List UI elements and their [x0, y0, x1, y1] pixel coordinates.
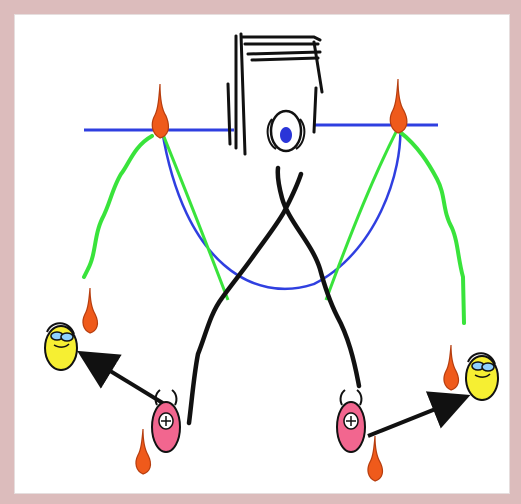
run-path-left: [82, 134, 154, 279]
goal-icon: [226, 32, 324, 156]
player-icon: [336, 389, 366, 453]
run-path-right-diagonal: [324, 131, 398, 301]
cone-icon: [151, 83, 170, 139]
cone-icon: [443, 344, 460, 391]
player-icon: [44, 322, 78, 371]
cone-icon: [389, 78, 408, 134]
cone-icon: [367, 435, 384, 482]
drill-diagram: [44, 32, 499, 482]
ball-path-right-to-goal: [275, 165, 362, 389]
ball-path-left-to-goal: [186, 171, 304, 426]
pass-arrow-right: [367, 391, 471, 438]
run-path-right: [398, 130, 466, 325]
run-path-left-diagonal: [160, 131, 230, 301]
diagram-canvas: [14, 14, 510, 494]
penalty-arc: [160, 121, 402, 291]
goalkeeper-icon: [266, 109, 306, 153]
player-icon: [151, 389, 181, 453]
pass-arrow-left: [77, 350, 168, 407]
cone-icon: [135, 428, 152, 475]
player-icon: [465, 352, 499, 401]
cone-icon: [82, 287, 99, 334]
